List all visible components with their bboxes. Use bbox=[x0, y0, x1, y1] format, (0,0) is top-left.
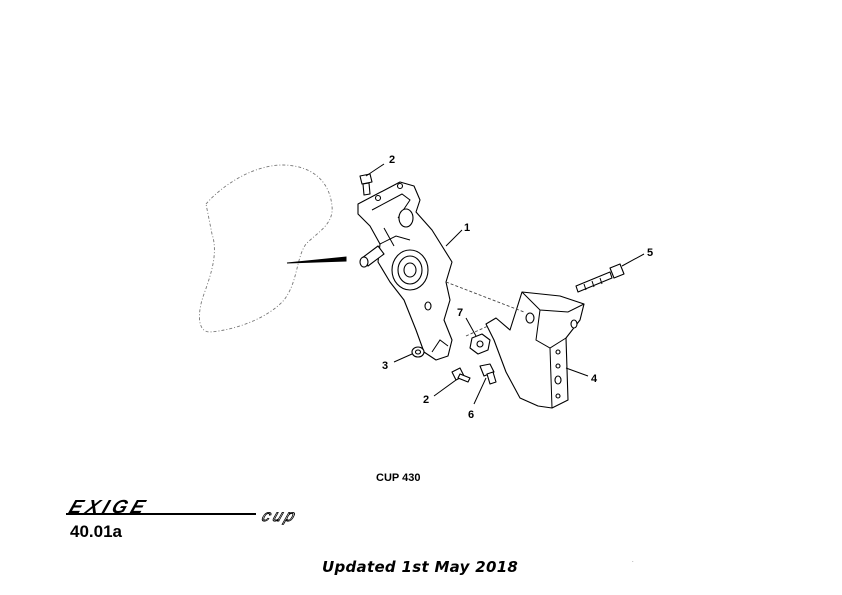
body-bracket bbox=[485, 291, 585, 409]
leader-2a bbox=[365, 163, 385, 177]
logo-wordmark: EXIGE bbox=[66, 497, 152, 518]
callout-5: 5 bbox=[647, 247, 653, 259]
leader-6 bbox=[473, 377, 487, 405]
callout-7: 7 bbox=[457, 307, 463, 319]
page-number: 40.01a bbox=[70, 522, 122, 541]
direction-arrow bbox=[286, 256, 347, 264]
callout-4: 4 bbox=[591, 373, 598, 385]
nut bbox=[411, 346, 425, 358]
long-bolt bbox=[575, 263, 625, 293]
leader-7 bbox=[465, 317, 477, 337]
logo-suffix: cup bbox=[259, 506, 300, 524]
callout-1: 1 bbox=[464, 222, 470, 234]
callout-2a: 2 bbox=[389, 154, 395, 166]
tiny-mark: . bbox=[632, 558, 634, 564]
exige-cup-logo: EXIGE cup bbox=[66, 497, 301, 525]
alignment-line bbox=[465, 325, 489, 337]
callout-2b: 2 bbox=[423, 394, 429, 406]
alignment-line bbox=[445, 281, 525, 313]
small-bolt bbox=[479, 363, 497, 385]
updated-date: Updated 1st May 2018 bbox=[322, 558, 519, 576]
flange-nut bbox=[469, 333, 491, 355]
callout-3: 3 bbox=[382, 360, 388, 372]
variant-label: CUP 430 bbox=[376, 472, 421, 484]
lower-bolt bbox=[451, 367, 471, 383]
top-bolt bbox=[359, 173, 373, 196]
leader-5 bbox=[621, 253, 645, 267]
engine-outline bbox=[199, 164, 333, 333]
engine-mount-bracket bbox=[357, 181, 453, 361]
leader-4 bbox=[565, 367, 589, 377]
callout-6: 6 bbox=[468, 409, 474, 421]
leader-3 bbox=[393, 353, 413, 363]
leader-1 bbox=[445, 229, 463, 247]
leader-2b bbox=[433, 379, 457, 397]
